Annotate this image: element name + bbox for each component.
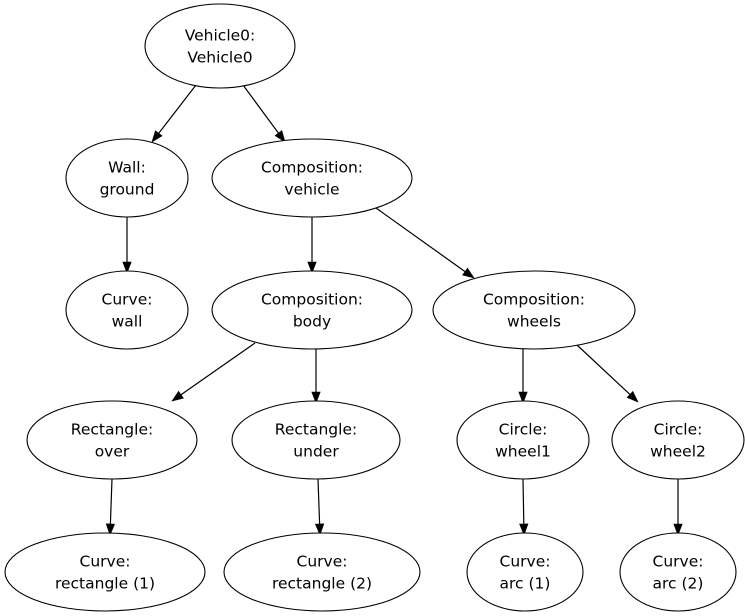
edge-arrowhead-icon <box>518 391 528 404</box>
graph-edge <box>171 342 256 402</box>
edge-layer <box>105 84 683 536</box>
node-layer: Vehicle0:Vehicle0Wall:groundComposition:… <box>4 3 745 612</box>
edge-arrowhead-icon <box>314 523 325 536</box>
node-label-name: wheel1 <box>495 443 551 461</box>
edge-line <box>317 478 321 525</box>
node-label-type: Composition: <box>483 291 585 309</box>
graph-edge <box>307 217 317 274</box>
node-ellipse[interactable] <box>466 532 584 612</box>
edge-arrowhead-icon <box>307 261 317 274</box>
graph-node[interactable]: Curve: arc (1) <box>466 532 584 612</box>
edge-arrowhead-icon <box>105 523 116 536</box>
graph-node[interactable]: Curve: arc (2) <box>619 532 737 612</box>
graph-node[interactable]: Circle: wheel1 <box>456 400 590 480</box>
node-label-type: Curve: <box>653 553 704 571</box>
node-label-name: vehicle <box>284 181 339 199</box>
node-ellipse[interactable] <box>231 400 401 480</box>
edge-arrowhead-icon <box>311 391 321 404</box>
node-label-type: Wall: <box>108 159 146 177</box>
edge-arrowhead-icon <box>122 261 132 274</box>
node-label-name: wheels <box>507 313 561 331</box>
node-ellipse[interactable] <box>619 532 737 612</box>
node-ellipse[interactable] <box>456 400 590 480</box>
graph-edge <box>242 84 286 143</box>
node-label-name: rectangle (1) <box>55 575 155 593</box>
node-ellipse[interactable] <box>26 400 198 480</box>
graph-node[interactable]: Circle: wheel2 <box>611 400 745 480</box>
node-label-name: over <box>95 443 130 461</box>
node-label-name: rectangle (2) <box>272 575 372 593</box>
graph-edge <box>314 478 325 536</box>
edge-arrowhead-icon <box>519 523 529 536</box>
graph-edge <box>105 478 116 536</box>
edge-line <box>158 84 197 134</box>
node-ellipse[interactable] <box>4 532 206 612</box>
graph-node[interactable]: Wall: ground <box>65 138 189 218</box>
edge-arrowhead-icon <box>171 390 184 402</box>
edge-arrowhead-icon <box>462 267 475 279</box>
edge-arrowhead-icon <box>626 390 639 403</box>
node-label-name: wall <box>112 313 143 331</box>
graph-edge <box>518 349 528 404</box>
node-label-name: under <box>293 443 339 461</box>
node-label-type: Curve: <box>297 553 348 571</box>
node-label-name: Vehicle0 <box>187 49 252 67</box>
node-ellipse[interactable] <box>223 532 421 612</box>
graph-edge <box>673 479 683 536</box>
graph-edge <box>375 207 475 279</box>
node-ellipse[interactable] <box>144 3 296 89</box>
graph-node[interactable]: Curve: rectangle (2) <box>223 532 421 612</box>
graph-edge <box>151 84 197 143</box>
node-label-type: Rectangle: <box>71 421 153 439</box>
node-ellipse[interactable] <box>611 400 745 480</box>
node-label-type: Rectangle: <box>275 421 357 439</box>
node-ellipse[interactable] <box>65 138 189 218</box>
edge-arrowhead-icon <box>673 523 683 536</box>
graph-edge <box>311 349 321 404</box>
node-label-type: Vehicle0: <box>185 27 256 45</box>
graph-node[interactable]: Composition: wheels <box>432 270 636 350</box>
graph-edge <box>122 217 132 274</box>
node-label-type: Circle: <box>654 421 703 439</box>
edge-line <box>522 478 525 525</box>
graph-edge <box>576 344 639 403</box>
node-label-name: arc (2) <box>653 575 704 593</box>
edge-line <box>375 207 466 273</box>
edge-line <box>576 344 631 395</box>
node-label-type: Curve: <box>102 291 153 309</box>
graph-node[interactable]: Curve: rectangle (1) <box>4 532 206 612</box>
graph-node[interactable]: Curve: wall <box>65 270 189 350</box>
node-label-type: Curve: <box>500 553 551 571</box>
node-label-type: Composition: <box>261 291 363 309</box>
edge-arrowhead-icon <box>151 130 163 143</box>
node-label-name: body <box>293 313 331 331</box>
edge-line <box>109 478 113 525</box>
graph-node[interactable]: Vehicle0: Vehicle0 <box>144 3 296 89</box>
node-label-type: Circle: <box>499 421 548 439</box>
graph-node[interactable]: Rectangle: over <box>26 400 198 480</box>
edge-line <box>242 84 279 134</box>
graph-node[interactable]: Composition: body <box>211 270 413 350</box>
edge-arrowhead-icon <box>274 130 286 143</box>
graph-node[interactable]: Composition: vehicle <box>211 138 413 218</box>
node-ellipse[interactable] <box>211 270 413 350</box>
node-ellipse[interactable] <box>432 270 636 350</box>
graph-node[interactable]: Rectangle: under <box>231 400 401 480</box>
node-ellipse[interactable] <box>65 270 189 350</box>
graph-edge <box>519 478 529 536</box>
node-label-name: arc (1) <box>500 575 551 593</box>
node-ellipse[interactable] <box>211 138 413 218</box>
node-label-type: Curve: <box>80 553 131 571</box>
node-label-name: wheel2 <box>650 443 706 461</box>
edge-line <box>180 342 256 396</box>
node-label-type: Composition: <box>261 159 363 177</box>
node-label-name: ground <box>100 181 155 199</box>
